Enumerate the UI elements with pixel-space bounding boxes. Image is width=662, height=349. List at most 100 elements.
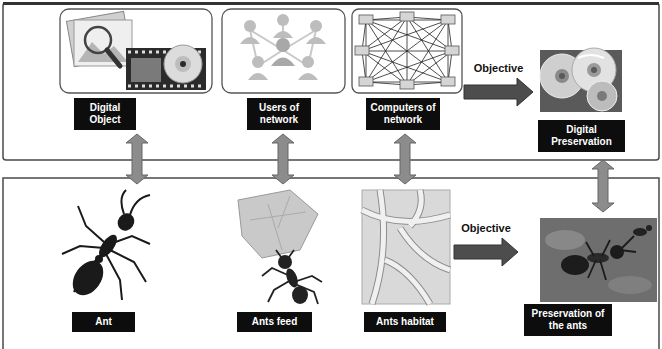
computer-mesh-icon <box>445 46 459 55</box>
image-node: Digital Preservation <box>535 48 628 158</box>
fungus-habitat-photo <box>400 228 450 270</box>
image-frame <box>222 9 345 93</box>
image-node: Users of network <box>222 9 345 132</box>
ants-photo <box>540 218 657 302</box>
ant-figure <box>62 190 150 300</box>
panel-frame <box>3 3 659 160</box>
fungus-habitat-photo <box>372 190 384 304</box>
fungus-habitat-photo <box>372 190 384 304</box>
computer-mesh-icon <box>355 12 459 89</box>
film-dvd-icon <box>164 45 202 83</box>
image-frame <box>60 9 212 93</box>
users-network-icon <box>276 38 290 52</box>
cd-stack-photo <box>555 69 569 83</box>
film-dvd-icon <box>131 58 161 82</box>
leafcutter-ant-figure <box>238 190 318 258</box>
ant-figure <box>66 255 109 301</box>
ants-photo <box>540 218 657 302</box>
fungus-habitat-photo <box>362 190 450 304</box>
block-arrow <box>464 78 533 106</box>
users-network-icon <box>273 31 293 38</box>
computer-mesh-icon <box>400 80 414 89</box>
cd-stack-photo <box>578 55 604 58</box>
image-node: Ant <box>55 186 215 342</box>
photo-stack-icon <box>66 11 131 66</box>
caption-label: Ants habitat <box>364 312 446 332</box>
ant-figure <box>114 210 137 234</box>
fungus-habitat-photo <box>385 260 430 304</box>
fungus-habitat-photo <box>362 190 450 304</box>
cd-stack-photo <box>587 63 601 77</box>
users-network-icon <box>240 37 260 44</box>
caption-label: Digital Object <box>74 98 136 130</box>
ants-photo <box>646 225 652 231</box>
cd-stack-photo <box>587 81 617 111</box>
ants-photo <box>561 255 589 275</box>
fungus-habitat-photo <box>385 260 430 304</box>
computer-mesh-icon <box>359 15 373 24</box>
computer-mesh-icon <box>441 77 455 86</box>
block-arrow <box>454 238 518 266</box>
caption-label: Digital Preservation <box>538 120 625 152</box>
ants-photo <box>633 228 647 236</box>
cd-stack-photo <box>559 73 565 79</box>
photo-stack-icon <box>66 11 132 66</box>
leafcutter-ant-figure <box>250 196 306 250</box>
fungus-habitat-photo <box>410 190 421 226</box>
fungus-habitat-photo <box>362 190 450 304</box>
cd-stack-photo <box>591 67 597 73</box>
users-network-icon <box>244 20 256 32</box>
caption-label: Ant <box>72 312 135 332</box>
cd-stack-photo <box>597 91 607 101</box>
block-arrow <box>592 160 614 212</box>
computer-mesh-icon <box>441 15 455 24</box>
users-network-icon <box>248 73 268 80</box>
image-node: Digital Object <box>60 9 212 132</box>
image-frame <box>352 9 462 93</box>
block-arrow <box>272 134 294 184</box>
fungus-habitat-photo <box>362 190 450 304</box>
users-network-icon <box>310 20 322 32</box>
caption-label: Computers of network <box>366 98 440 130</box>
film-dvd-icon <box>128 85 204 88</box>
ants-photo <box>608 276 652 294</box>
panel-frame <box>3 2 659 5</box>
ants-photo <box>545 230 585 250</box>
image-node: Preservation of the ants <box>520 214 657 346</box>
fungus-habitat-photo <box>400 228 450 270</box>
computer-mesh-icon <box>355 12 459 89</box>
image-frame <box>60 9 462 93</box>
film-dvd-icon <box>126 45 206 90</box>
computer-mesh-icon <box>362 17 452 85</box>
users-network-icon <box>306 37 326 44</box>
leafcutter-ant-figure <box>262 250 322 304</box>
edge-label: Objective <box>459 222 513 235</box>
ants-photo <box>586 236 636 280</box>
panel-frame <box>3 3 659 349</box>
leafcutter-ant-figure <box>238 190 322 304</box>
users-network-icon <box>302 56 314 68</box>
image-node: Ants habitat <box>360 186 452 342</box>
photo-stack-icon <box>74 20 132 66</box>
fungus-habitat-photo <box>362 210 450 221</box>
image-node: Ants feed <box>225 186 335 342</box>
ants-photo <box>587 253 609 263</box>
computer-mesh-icon <box>355 46 369 55</box>
fungus-habitat-photo <box>362 210 450 221</box>
block-arrow <box>394 134 416 184</box>
block-arrow <box>126 134 148 184</box>
cd-stack-photo <box>540 48 622 112</box>
users-network-icon <box>271 58 295 67</box>
users-network-icon <box>298 73 318 80</box>
film-dvd-icon <box>175 56 191 72</box>
ant-figure <box>62 190 150 301</box>
film-dvd-icon <box>180 61 186 67</box>
image-node: Computers of network <box>352 9 462 132</box>
users-network-icon <box>252 56 264 68</box>
caption-label: Ants feed <box>237 312 312 332</box>
users-network-icon <box>240 14 326 80</box>
computer-mesh-icon <box>359 77 373 86</box>
caption-label: Preservation of the ants <box>524 304 612 336</box>
